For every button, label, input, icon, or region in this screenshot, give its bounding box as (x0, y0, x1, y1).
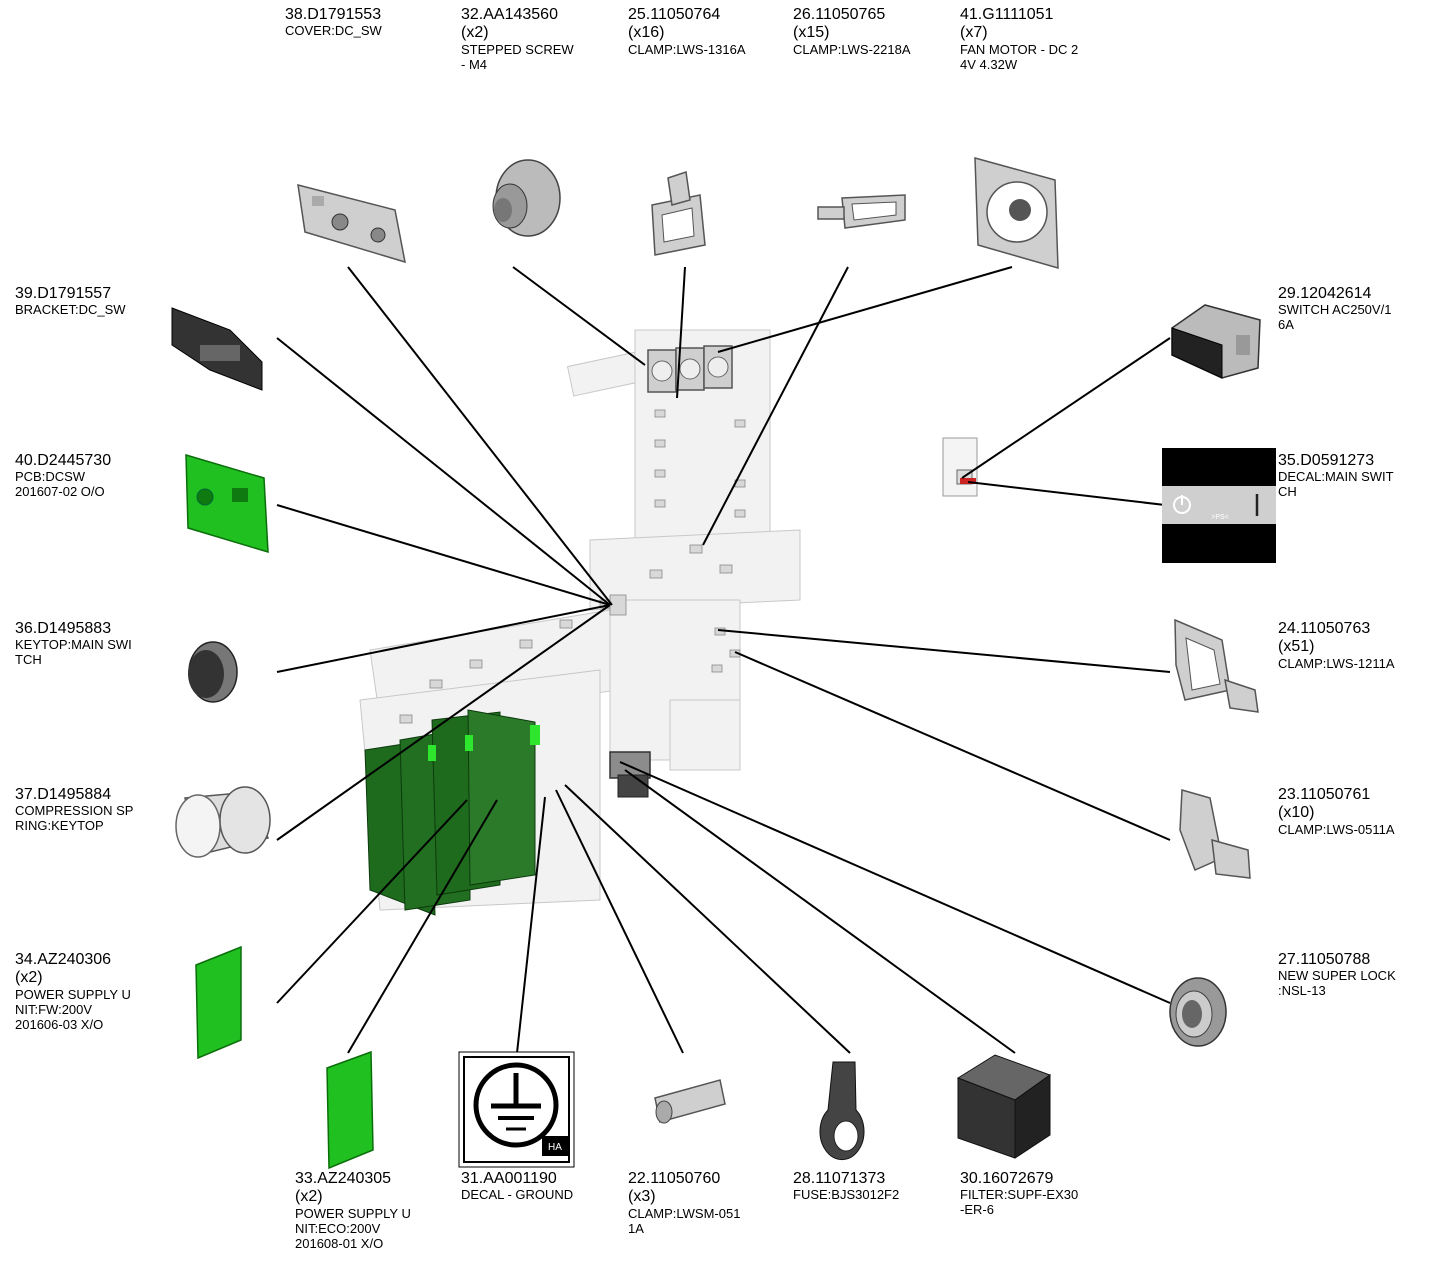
part-quantity: (x7) (960, 24, 988, 42)
part-description: FAN MOTOR - DC 2 4V 4.32W (960, 41, 1079, 72)
part-description: POWER SUPPLY U NIT:FW:200V 201606-03 X/O (15, 986, 131, 1032)
fan-icon (974, 157, 1059, 270)
part-number: 27.11050788 (1278, 951, 1371, 968)
part-number: 33.AZ240305 (295, 1170, 392, 1187)
part-quantity: (x3) (628, 1188, 656, 1206)
part-label-34: 34.AZ240306 (x2) POWER SUPPLY U NIT:FW:2… (15, 951, 131, 1033)
screw-icon (492, 159, 561, 237)
part-label-24: 24.11050763 (x51) CLAMP:LWS-1211A (1278, 620, 1395, 672)
part-number: 25.11050764 (628, 6, 721, 23)
clamp-icon (654, 1079, 726, 1124)
part-number: 28.11071373 (793, 1170, 886, 1187)
leader-lines (276, 266, 1171, 1054)
part-number: 37.D1495884 (15, 786, 112, 803)
part-label-30: 30.16072679 FILTER:SUPF-EX30 -ER-6 (960, 1170, 1078, 1218)
ground-mark-text: HA (548, 1142, 562, 1153)
keytop-icon (188, 641, 238, 703)
fuse-icon (819, 1061, 865, 1161)
part-label-23: 23.11050761 (x10) CLAMP:LWS-0511A (1278, 786, 1395, 838)
part-description: DECAL - GROUND (461, 1187, 574, 1203)
part-description: BRACKET:DC_SW (15, 302, 126, 318)
clamp-icon (651, 171, 706, 256)
part-description: SWITCH AC250V/1 6A (1278, 302, 1392, 333)
part-label-35: 35.D0591273 DECAL:MAIN SWIT CH (1278, 452, 1394, 500)
part-label-26: 26.11050765 (x15) CLAMP:LWS-2218A (793, 6, 911, 58)
assembly-filter (609, 751, 651, 798)
part-description: FILTER:SUPF-EX30 -ER-6 (960, 1187, 1079, 1218)
part-number: 32.AA143560 (461, 6, 558, 23)
part-description: CLAMP:LWS-1211A (1278, 655, 1395, 671)
spring-icon (175, 786, 271, 858)
part-number: 40.D2445730 (15, 452, 112, 469)
ground-decal-icon: HA (458, 1051, 575, 1168)
part-quantity: (x2) (461, 24, 489, 42)
part-description: CLAMP:LWS-0511A (1278, 821, 1395, 837)
switch-decal-icon: >PS< (1162, 448, 1276, 563)
part-description: CLAMP:LWS-2218A (793, 41, 911, 57)
part-label-28: 28.11071373 FUSE:BJS3012F2 (793, 1170, 899, 1203)
part-description: CLAMP:LWS-1316A (628, 41, 746, 57)
part-quantity: (x16) (628, 24, 665, 42)
part-label-41: 41.G1111051 (x7) FAN MOTOR - DC 2 4V 4.3… (960, 6, 1078, 73)
clamp-icon (1179, 789, 1251, 879)
part-description: PCB:DCSW 201607-02 O/O (15, 469, 105, 500)
part-label-36: 36.D1495883 KEYTOP:MAIN SWI TCH (15, 620, 132, 668)
part-description: POWER SUPPLY U NIT:ECO:200V 201608-01 X/… (295, 1205, 411, 1251)
part-number: 41.G1111051 (960, 6, 1054, 23)
clamp-icon (1174, 618, 1259, 713)
part-number: 34.AZ240306 (15, 951, 112, 968)
part-label-38: 38.D1791553 COVER:DC_SW (285, 6, 382, 39)
lock-nut-icon (1169, 977, 1227, 1047)
clamp-icon (817, 194, 906, 229)
part-number: 22.11050760 (628, 1170, 721, 1187)
switch-icon (1171, 304, 1261, 379)
filter-icon (956, 1054, 1052, 1159)
assembly-fans (647, 345, 733, 393)
part-number: 31.AA001190 (461, 1170, 557, 1187)
part-number: 23.11050761 (1278, 786, 1371, 803)
part-number: 39.D1791557 (15, 285, 112, 302)
switch-decal-text: >PS< (1211, 514, 1229, 521)
part-description: COMPRESSION SP RING:KEYTOP (15, 803, 134, 834)
part-description: STEPPED SCREW - M4 (461, 41, 574, 72)
part-description: KEYTOP:MAIN SWI TCH (15, 637, 132, 668)
part-label-40: 40.D2445730 PCB:DCSW 201607-02 O/O (15, 452, 111, 500)
assembly-main-switch (942, 437, 978, 497)
part-number: 24.11050763 (1278, 620, 1371, 637)
part-number: 26.11050765 (793, 6, 886, 23)
part-description: NEW SUPER LOCK :NSL-13 (1278, 968, 1396, 999)
part-quantity: (x10) (1278, 804, 1315, 822)
part-label-33: 33.AZ240305 (x2) POWER SUPPLY U NIT:ECO:… (295, 1170, 411, 1252)
assembly-details (399, 409, 746, 724)
part-quantity: (x15) (793, 24, 830, 42)
part-number: 30.16072679 (960, 1170, 1054, 1187)
part-label-37: 37.D1495884 COMPRESSION SP RING:KEYTOP (15, 786, 133, 834)
cover-icon (297, 183, 406, 264)
part-number: 38.D1791553 (285, 6, 382, 23)
part-label-22: 22.11050760 (x3) CLAMP:LWSM-051 1A (628, 1170, 740, 1237)
part-label-27: 27.11050788 NEW SUPER LOCK :NSL-13 (1278, 951, 1396, 999)
part-description: FUSE:BJS3012F2 (793, 1187, 900, 1203)
part-label-29: 29.12042614 SWITCH AC250V/1 6A (1278, 285, 1391, 333)
central-assembly (359, 329, 801, 916)
assembly-power-supplies (364, 709, 540, 916)
part-description: CLAMP:LWSM-051 1A (628, 1205, 741, 1236)
bracket-icon (171, 307, 263, 391)
part-quantity: (x2) (295, 1188, 323, 1206)
part-label-31: 31.AA001190 DECAL - GROUND (461, 1170, 573, 1203)
part-description: DECAL:MAIN SWIT CH (1278, 469, 1394, 500)
part-number: 29.12042614 (1278, 285, 1372, 302)
power-supply-icon (195, 945, 242, 1060)
part-quantity: (x51) (1278, 638, 1315, 656)
part-label-39: 39.D1791557 BRACKET:DC_SW (15, 285, 126, 318)
part-label-32: 32.AA143560 (x2) STEPPED SCREW - M4 (461, 6, 574, 73)
part-quantity: (x2) (15, 969, 43, 987)
part-description: COVER:DC_SW (285, 23, 382, 39)
power-supply-icon (326, 1050, 374, 1170)
part-number: 35.D0591273 (1278, 452, 1375, 469)
part-label-25: 25.11050764 (x16) CLAMP:LWS-1316A (628, 6, 746, 58)
pcb-icon (185, 453, 269, 554)
part-number: 36.D1495883 (15, 620, 112, 637)
